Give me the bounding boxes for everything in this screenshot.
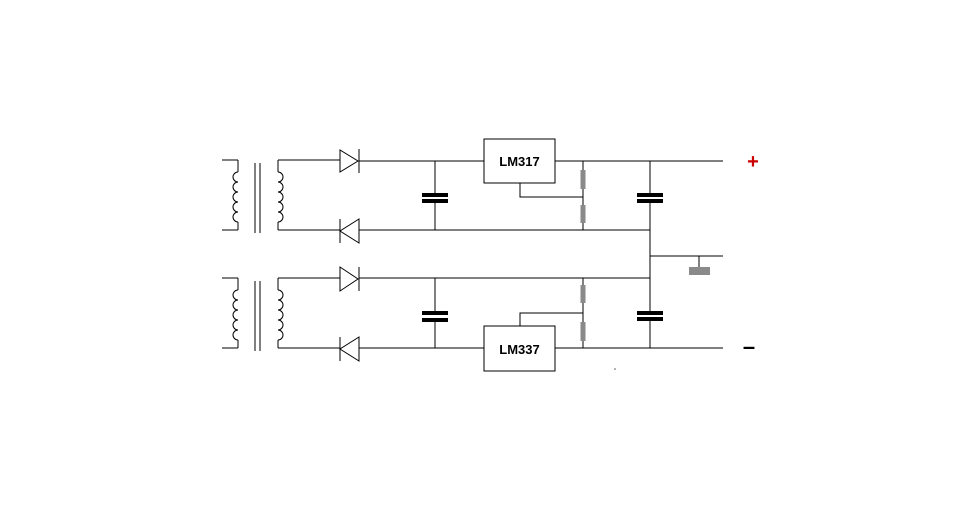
capacitor-c4 bbox=[637, 311, 663, 348]
capacitor-c3 bbox=[637, 161, 663, 311]
capacitor-c2 bbox=[422, 278, 448, 348]
secondary-wires bbox=[278, 159, 340, 349]
rails bbox=[359, 160, 723, 349]
stray-dot bbox=[614, 368, 616, 370]
regulator-negative-label: LM337 bbox=[499, 342, 539, 357]
capacitor-c1 bbox=[422, 161, 448, 230]
regulator-negative: LM337 bbox=[483, 325, 556, 372]
diode-d4 bbox=[339, 336, 360, 362]
ground-symbol bbox=[689, 256, 710, 275]
diode-d1 bbox=[339, 149, 360, 173]
regulator-positive-label: LM317 bbox=[499, 154, 539, 169]
adjust-leads bbox=[519, 183, 583, 326]
regulator-positive: LM317 bbox=[483, 138, 556, 184]
negative-terminal-label: – bbox=[743, 334, 755, 359]
diode-d3 bbox=[339, 266, 360, 292]
positive-terminal-label: + bbox=[747, 151, 759, 173]
transformer-lower bbox=[222, 277, 284, 351]
transformer-upper bbox=[222, 159, 284, 233]
diode-d2 bbox=[339, 218, 360, 244]
